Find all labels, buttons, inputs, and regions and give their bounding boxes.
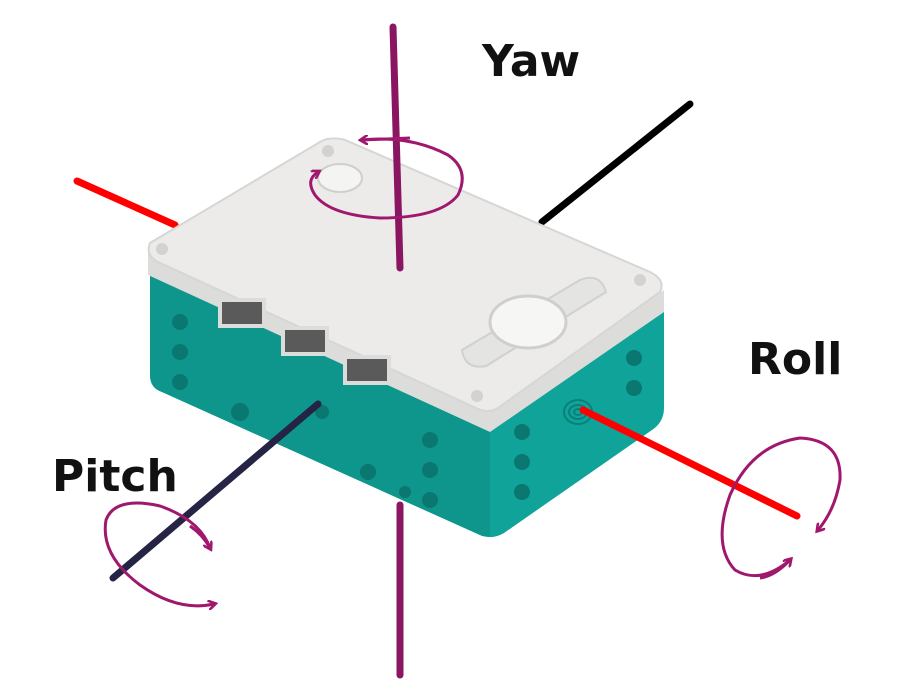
pitch-axis-front-line [109, 400, 322, 582]
lego-hub-icon [147, 137, 664, 538]
yaw-rotation-arrow-icon [309, 137, 464, 220]
pitch-rotation-arrow-head2 [189, 524, 210, 548]
hub-center-button [488, 294, 568, 350]
hub-small-button [317, 163, 363, 193]
hub-port [343, 355, 391, 385]
lid-hole [156, 243, 168, 255]
hub-pin-holes [172, 314, 642, 508]
roll-axis-front-line [579, 406, 801, 520]
roll-rotation-arrow-icon [720, 436, 842, 578]
lid-hole [471, 390, 483, 402]
hub-port [281, 326, 329, 356]
hub-lid-rim [148, 252, 664, 432]
roll-axis-back-line [538, 100, 694, 226]
roll-label: Roll [748, 334, 843, 385]
hub-port [218, 298, 266, 328]
pitch-axis-upper-line [73, 177, 179, 229]
roll-rotation-arrow-tail [759, 560, 790, 580]
lid-hole [634, 274, 646, 286]
pitch-rotation-arrow-icon [103, 501, 214, 606]
pitch-label: Pitch [52, 451, 178, 502]
yaw-axis-upper-line [389, 23, 404, 272]
yaw-label: Yaw [482, 36, 581, 87]
yaw-rotation-arrow-start [362, 138, 411, 140]
lid-hole [322, 145, 334, 157]
